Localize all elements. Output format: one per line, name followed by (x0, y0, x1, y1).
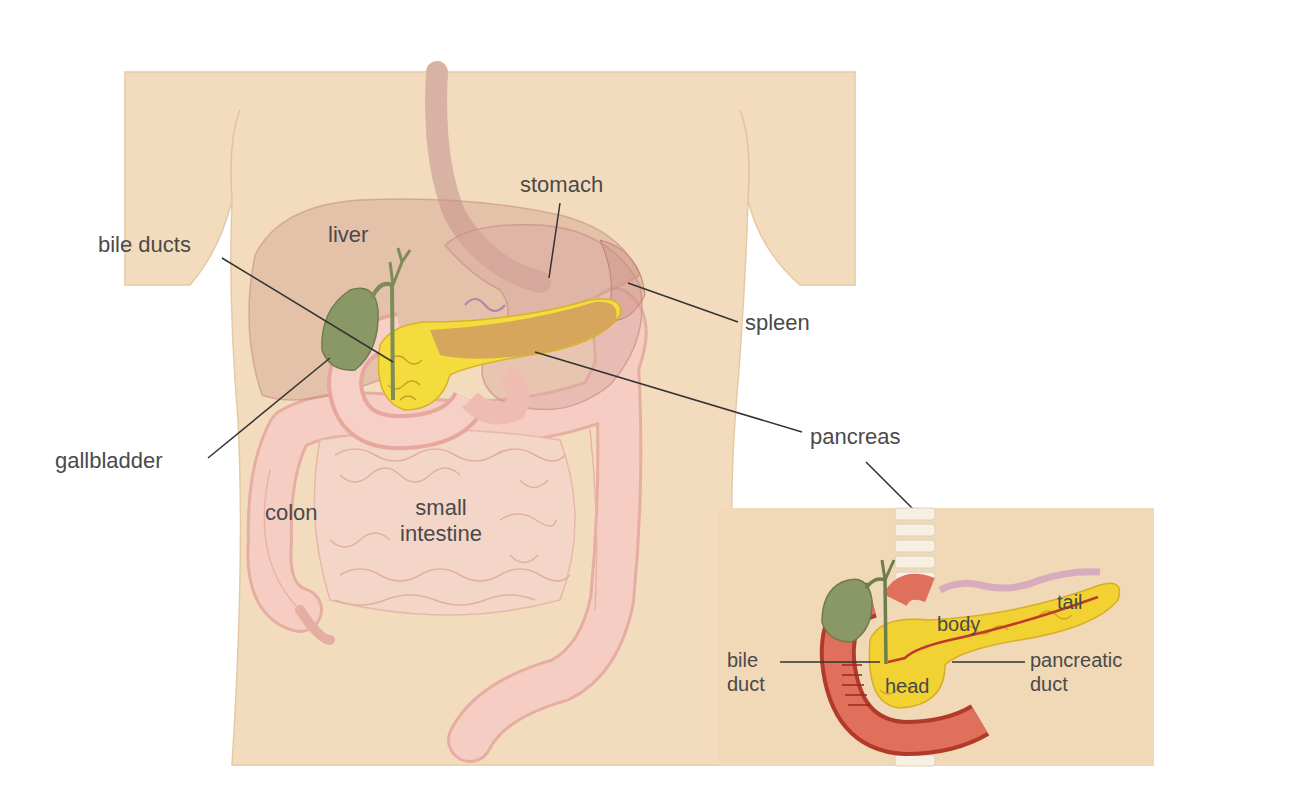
part-label: tail (1057, 590, 1083, 614)
part-label: head (885, 674, 930, 698)
part-label: stomach (520, 172, 603, 198)
part-label: body (937, 612, 980, 636)
part-label: bile duct (727, 648, 779, 696)
part-label: colon (265, 500, 318, 526)
part-label: pancreas (810, 424, 901, 450)
part-label: bile ducts (98, 232, 191, 258)
part-label: small intestine (385, 495, 497, 547)
part-label: liver (328, 222, 368, 248)
part-label: spleen (745, 310, 810, 336)
part-label: gallbladder (55, 448, 163, 474)
part-label: pancreatic duct (1030, 648, 1158, 696)
